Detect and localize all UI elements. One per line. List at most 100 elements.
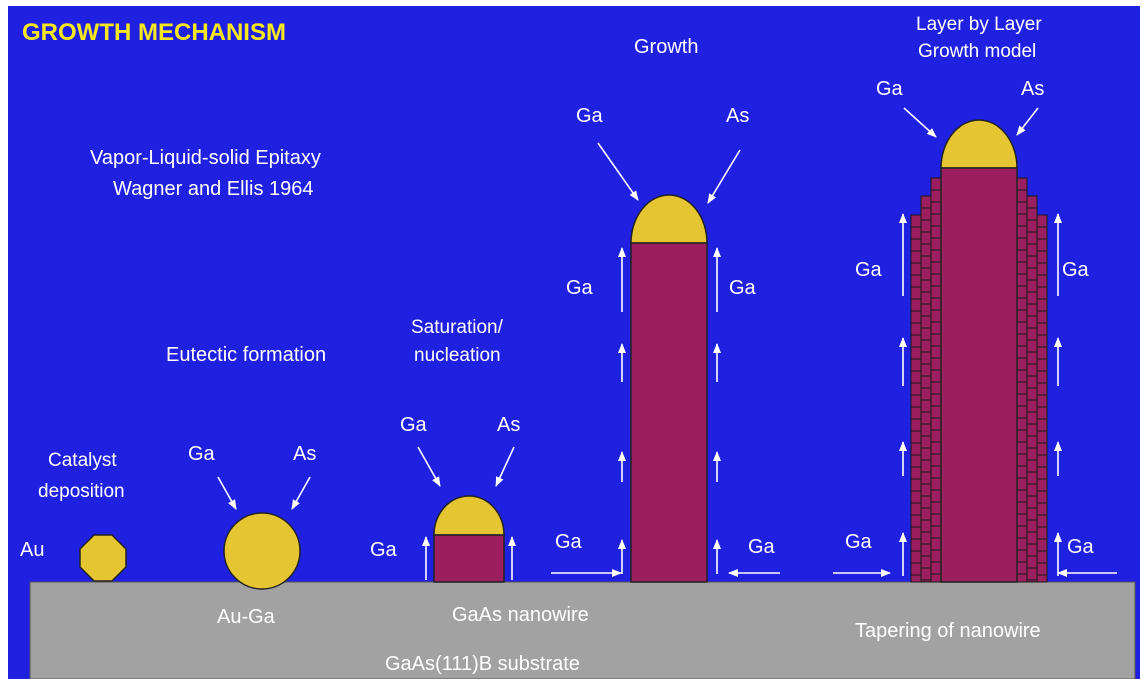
lattice-brick <box>920 459 932 473</box>
lattice-brick <box>1036 334 1048 348</box>
lattice-brick <box>910 538 922 552</box>
lattice-brick <box>1036 238 1048 252</box>
lattice-brick <box>1036 562 1048 576</box>
lattice-brick <box>1016 177 1028 191</box>
lattice-brick <box>930 465 942 479</box>
lattice-brick <box>930 453 942 467</box>
lattice-brick <box>910 358 922 372</box>
stage-catalyst: Catalyst deposition Au <box>20 450 127 582</box>
nucleation-as-label: As <box>497 414 520 436</box>
lattice-brick <box>1026 579 1038 583</box>
eutectic-as-label: As <box>293 443 316 465</box>
lattice-brick <box>1026 195 1038 209</box>
growth-ga-label: Ga <box>576 105 604 127</box>
lattice-brick <box>920 339 932 353</box>
lattice-brick <box>910 454 922 468</box>
lattice-brick <box>1036 466 1048 480</box>
nucleation-label-line1: Saturation/ <box>411 317 504 338</box>
lattice-brick <box>920 327 932 341</box>
lattice-brick <box>1016 429 1028 443</box>
lattice-brick <box>910 370 922 384</box>
lattice-brick <box>910 550 922 564</box>
lattice-brick <box>930 333 942 347</box>
au-ga-caption: Au-Ga <box>217 606 276 628</box>
lattice-brick <box>910 430 922 444</box>
nucleation-ga-label: Ga <box>400 414 428 436</box>
lattice-brick <box>910 262 922 276</box>
lattice-brick <box>1036 358 1048 372</box>
lattice-brick <box>910 406 922 420</box>
lattice-brick <box>920 267 932 281</box>
growth-side-left-label: Ga <box>566 277 594 299</box>
lattice-brick <box>1026 447 1038 461</box>
lattice-brick <box>1026 543 1038 557</box>
lattice-brick <box>920 543 932 557</box>
lattice-brick <box>910 418 922 432</box>
lattice-brick <box>930 525 942 539</box>
lattice-brick <box>1036 478 1048 492</box>
lattice-brick <box>1026 219 1038 233</box>
nanowire-caption: GaAs nanowire <box>452 604 589 626</box>
lattice-brick <box>910 466 922 480</box>
lattice-brick <box>1026 531 1038 545</box>
lattice-brick <box>1016 357 1028 371</box>
au-ga-droplet <box>223 512 301 590</box>
lattice-brick <box>920 531 932 545</box>
substrate-label: GaAs(111)B substrate <box>385 653 580 675</box>
lattice-brick <box>1026 327 1038 341</box>
layer-side-left-label: Ga <box>855 259 883 281</box>
lattice-brick <box>1036 274 1048 288</box>
lattice-brick <box>1016 405 1028 419</box>
lattice-brick <box>1016 189 1028 203</box>
lattice-brick <box>1016 465 1028 479</box>
lattice-brick <box>920 387 932 401</box>
lattice-brick <box>930 441 942 455</box>
lattice-brick <box>920 279 932 293</box>
lattice-brick <box>910 286 922 300</box>
lattice-brick <box>1036 214 1048 228</box>
nucleation-ga-arrow <box>417 446 441 487</box>
lattice-brick <box>1016 561 1028 575</box>
lattice-brick <box>930 549 942 563</box>
lattice-brick <box>1016 225 1028 239</box>
lattice-brick <box>910 442 922 456</box>
lattice-brick <box>1016 417 1028 431</box>
lattice-brick <box>920 423 932 437</box>
lattice-brick <box>930 429 942 443</box>
lattice-brick <box>1026 567 1038 581</box>
lattice-brick <box>920 195 932 209</box>
growth-as-label: As <box>726 105 749 127</box>
lattice-brick <box>1026 267 1038 281</box>
lattice-brick <box>910 334 922 348</box>
stage-growth: Growth Ga As Ga Ga Ga Ga GaAs nanowire <box>452 36 780 626</box>
lattice-brick <box>1036 226 1048 240</box>
lattice-brick <box>930 177 942 191</box>
lattice-brick <box>930 225 942 239</box>
nucleation-as-arrow <box>495 446 515 487</box>
lattice-brick <box>910 490 922 504</box>
lattice-brick <box>920 411 932 425</box>
lattice-brick <box>910 478 922 492</box>
lattice-brick <box>920 363 932 377</box>
lattice-brick <box>1026 243 1038 257</box>
lattice-brick <box>1016 237 1028 251</box>
lattice-brick <box>1016 489 1028 503</box>
lattice-brick <box>1036 250 1048 264</box>
lattice-brick <box>930 237 942 251</box>
lattice-brick <box>1016 261 1028 275</box>
substrate-block <box>29 581 1136 679</box>
lattice-brick <box>920 555 932 569</box>
lattice-brick <box>920 375 932 389</box>
lattice-brick <box>920 399 932 413</box>
lattice-brick <box>930 393 942 407</box>
lattice-brick <box>1016 381 1028 395</box>
lattice-brick <box>1016 537 1028 551</box>
lattice-brick <box>910 526 922 540</box>
lattice-brick <box>930 297 942 311</box>
nucleation-droplet <box>433 495 505 536</box>
lattice-brick <box>1016 369 1028 383</box>
au-droplet <box>79 534 127 582</box>
lattice-brick <box>1026 519 1038 533</box>
au-label: Au <box>20 539 44 561</box>
lattice-brick <box>1036 346 1048 360</box>
